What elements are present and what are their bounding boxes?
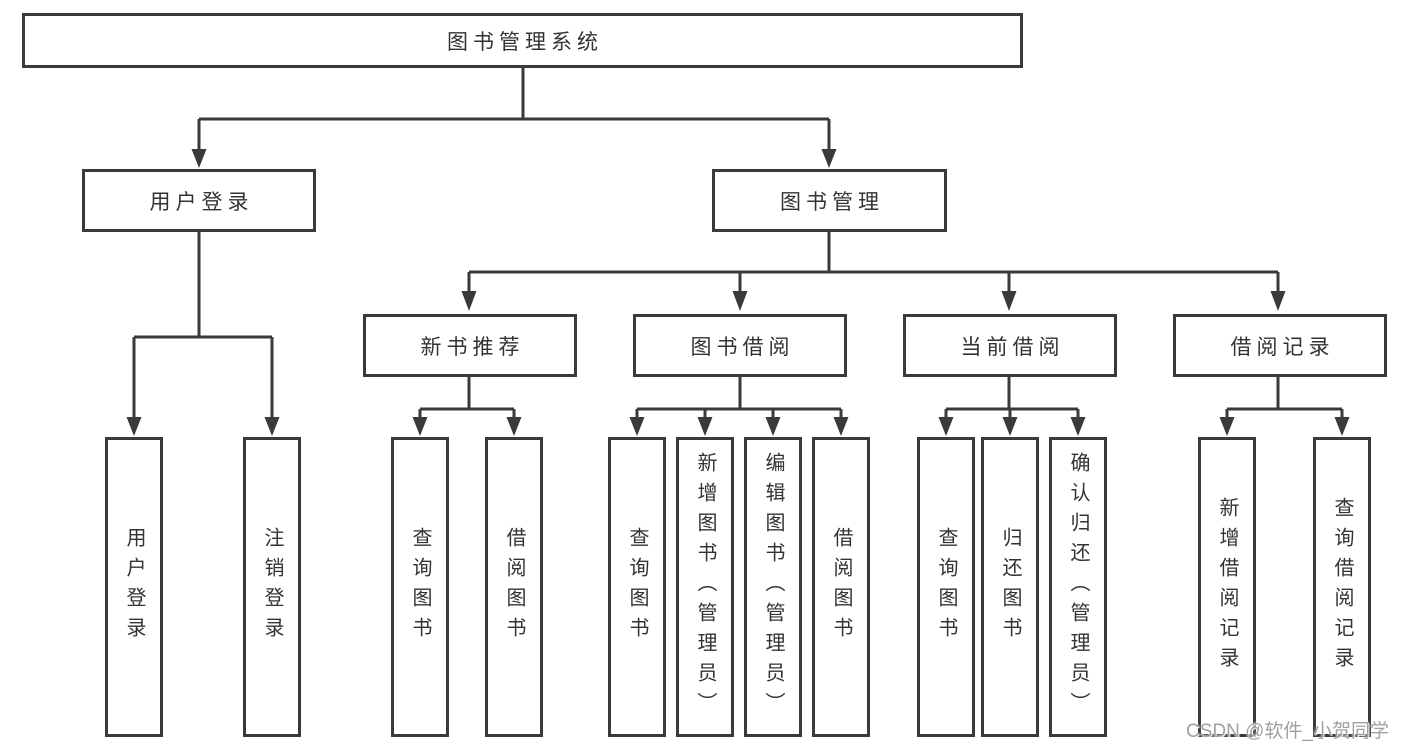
node-new-book-recommend: 新书推荐 bbox=[363, 314, 577, 377]
leaf-borrow-books-borrow: 借阅图书 bbox=[812, 437, 870, 737]
connector-user-login-arrows bbox=[126, 417, 280, 436]
leaf-label: 注销登录 bbox=[261, 527, 283, 647]
connector-book-borrow-arrows bbox=[629, 417, 849, 436]
node-label: 图书管理系统 bbox=[447, 30, 603, 54]
connector-current-borrow bbox=[944, 377, 1080, 419]
leaf-user-login: 用户登录 bbox=[105, 437, 163, 737]
connector-current-borrow-arrows bbox=[938, 417, 1086, 436]
node-borrow-records: 借阅记录 bbox=[1173, 314, 1387, 377]
node-label: 借阅记录 bbox=[1230, 335, 1335, 359]
connector-borrow-records bbox=[1225, 377, 1344, 419]
connector-user-login bbox=[132, 232, 274, 419]
connector-new-book-recommend-arrows bbox=[412, 417, 522, 436]
leaf-borrow-books-recommend: 借阅图书 bbox=[485, 437, 543, 737]
connector-new-book-recommend bbox=[418, 377, 516, 419]
leaf-label: 借阅图书 bbox=[503, 527, 525, 647]
node-library-management-system: 图书管理系统 bbox=[22, 13, 1023, 68]
leaf-label: 查询图书 bbox=[626, 527, 648, 647]
node-user-login: 用户登录 bbox=[82, 169, 316, 232]
leaf-query-borrow-record: 查询借阅记录 bbox=[1313, 437, 1371, 737]
node-current-borrow: 当前借阅 bbox=[903, 314, 1117, 377]
connector-root bbox=[197, 68, 831, 151]
node-label: 图书借阅 bbox=[690, 335, 795, 359]
leaf-return-book: 归还图书 bbox=[981, 437, 1039, 737]
leaf-label: 新增借阅记录 bbox=[1216, 497, 1238, 677]
leaf-add-book-admin: 新增图书（管理员） bbox=[676, 437, 734, 737]
node-label: 当前借阅 bbox=[960, 335, 1065, 359]
node-label: 图书管理 bbox=[780, 190, 884, 214]
node-label: 新书推荐 bbox=[420, 335, 525, 359]
csdn-watermark: CSDN @软件_小贺同学 bbox=[1186, 721, 1389, 742]
leaf-query-books-recommend: 查询图书 bbox=[391, 437, 449, 737]
leaf-label: 用户登录 bbox=[123, 527, 145, 647]
leaf-label: 新增图书（管理员） bbox=[694, 452, 716, 722]
node-label: 用户登录 bbox=[149, 190, 254, 214]
connector-root-arrows bbox=[191, 149, 837, 168]
leaf-label: 确认归还（管理员） bbox=[1067, 452, 1089, 722]
leaf-label: 借阅图书 bbox=[830, 527, 852, 647]
leaf-confirm-return-admin: 确认归还（管理员） bbox=[1049, 437, 1107, 737]
leaf-label: 归还图书 bbox=[999, 527, 1021, 647]
connector-book-management bbox=[467, 231, 1280, 293]
leaf-logout: 注销登录 bbox=[243, 437, 301, 737]
node-book-borrow: 图书借阅 bbox=[633, 314, 847, 377]
leaf-query-books-borrow: 查询图书 bbox=[608, 437, 666, 737]
leaf-query-books-current: 查询图书 bbox=[917, 437, 975, 737]
leaf-label: 编辑图书（管理员） bbox=[762, 452, 784, 722]
leaf-label: 查询借阅记录 bbox=[1331, 497, 1353, 677]
connector-book-management-arrows bbox=[461, 291, 1286, 311]
leaf-label: 查询图书 bbox=[409, 527, 431, 647]
connector-book-borrow bbox=[635, 377, 843, 419]
connector-borrow-records-arrows bbox=[1219, 417, 1350, 436]
leaf-label: 查询图书 bbox=[935, 527, 957, 647]
node-book-management: 图书管理 bbox=[712, 169, 947, 232]
leaf-add-borrow-record: 新增借阅记录 bbox=[1198, 437, 1256, 737]
leaf-edit-book-admin: 编辑图书（管理员） bbox=[744, 437, 802, 737]
